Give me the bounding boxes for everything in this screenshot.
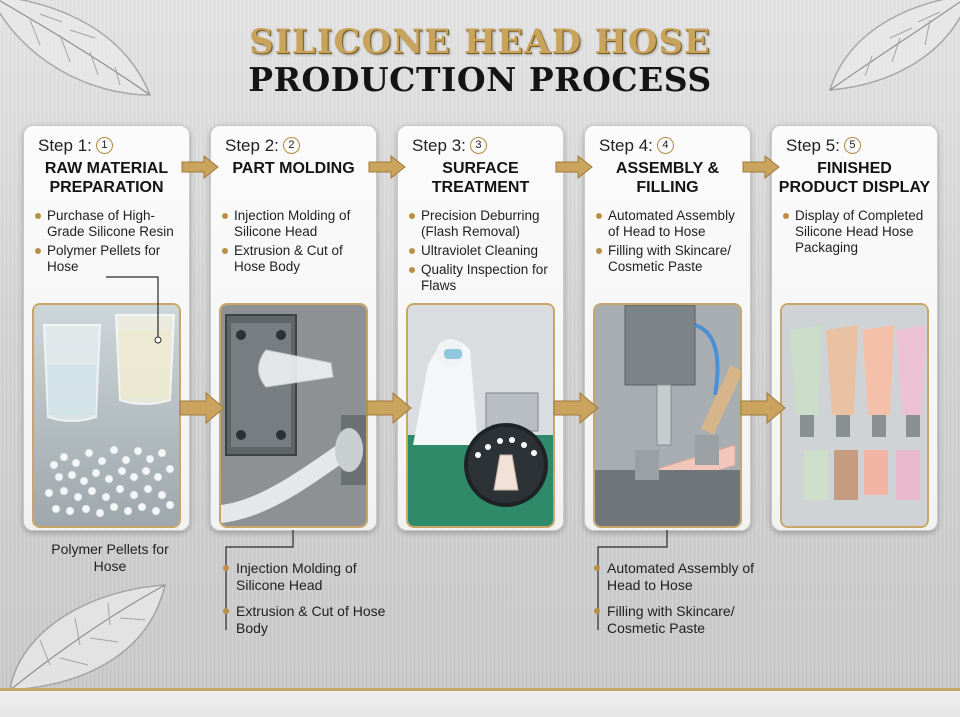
arrow-right-icon <box>740 392 786 424</box>
title-line-1: SILICONE HEAD HOSE <box>249 22 711 62</box>
callout-item: Injection Molding of Silicone Head <box>222 560 392 594</box>
step-bullets: Injection Molding of Silicone Head Extru… <box>221 208 372 278</box>
step-label: Step 4:4 <box>599 136 674 156</box>
bullet-item: Display of Completed Silicone Head Hose … <box>782 208 933 256</box>
callout-item: Filling with Skincare/ Cosmetic Paste <box>593 603 763 637</box>
step-number-circle: 4 <box>656 137 674 154</box>
step-label: Step 3:3 <box>412 136 487 156</box>
arrow-right-icon <box>181 155 219 179</box>
finished-product-photo <box>780 303 929 528</box>
step-card-4: Step 4:4 ASSEMBLY &FILLING Automated Ass… <box>584 125 751 531</box>
arrow-right-icon <box>553 392 599 424</box>
step-label: Step 2:2 <box>225 136 300 156</box>
raw-material-photo <box>32 303 181 528</box>
surface-treatment-photo <box>406 303 555 528</box>
marble-base-strip <box>0 688 960 717</box>
arrow-right-icon <box>368 155 406 179</box>
step-bullets: Display of Completed Silicone Head Hose … <box>782 208 933 259</box>
bullet-item: Quality Inspection for Flaws <box>408 262 559 294</box>
assembly-filling-photo <box>593 303 742 528</box>
step-number-circle: 3 <box>469 137 487 154</box>
bullet-item: Purchase of High-Grade Silicone Resin <box>34 208 185 240</box>
molding-callout: Injection Molding of Silicone Head Extru… <box>222 560 392 646</box>
leaf-icon-top-left <box>0 0 152 96</box>
arrow-right-icon <box>555 155 593 179</box>
step-number-circle: 2 <box>282 137 300 154</box>
bullet-item: Polymer Pellets for Hose <box>34 243 185 275</box>
bullet-item: Filling with Skincare/ Cosmetic Paste <box>595 243 746 275</box>
step-label: Step 1:1 <box>38 136 113 156</box>
step-heading: ASSEMBLY &FILLING <box>615 160 720 196</box>
step-number-circle: 5 <box>843 137 861 154</box>
arrow-right-icon <box>366 392 412 424</box>
pellets-callout: Polymer Pellets for Hose <box>51 541 169 574</box>
bullet-item: Extrusion & Cut of Hose Body <box>221 243 372 275</box>
step-label: Step 5:5 <box>786 136 861 156</box>
title-line-2: PRODUCTION PROCESS <box>248 60 712 99</box>
step-number-circle: 1 <box>95 137 113 154</box>
bullet-item: Injection Molding of Silicone Head <box>221 208 372 240</box>
arrow-right-icon <box>742 155 780 179</box>
leaf-icon-top-right <box>828 0 960 91</box>
step-card-2: Step 2:2 PART MOLDING Injection Molding … <box>210 125 377 531</box>
bullet-item: Ultraviolet Cleaning <box>408 243 559 259</box>
molding-photo <box>219 303 368 528</box>
arrow-right-icon <box>179 392 225 424</box>
bullet-item: Precision Deburring (Flash Removal) <box>408 208 559 240</box>
step-heading: PART MOLDING <box>232 160 355 177</box>
callout-item: Automated Assembly of Head to Hose <box>593 560 763 594</box>
step-bullets: Precision Deburring (Flash Removal) Ultr… <box>408 208 559 297</box>
step-bullets: Automated Assembly of Head to Hose Filli… <box>595 208 746 278</box>
step-bullets: Purchase of High-Grade Silicone Resin Po… <box>34 208 185 278</box>
bullet-item: Automated Assembly of Head to Hose <box>595 208 746 240</box>
callout-item: Extrusion & Cut of Hose Body <box>222 603 392 637</box>
assembly-callout: Automated Assembly of Head to Hose Filli… <box>593 560 763 646</box>
leaf-icon-bottom-left <box>9 584 166 690</box>
